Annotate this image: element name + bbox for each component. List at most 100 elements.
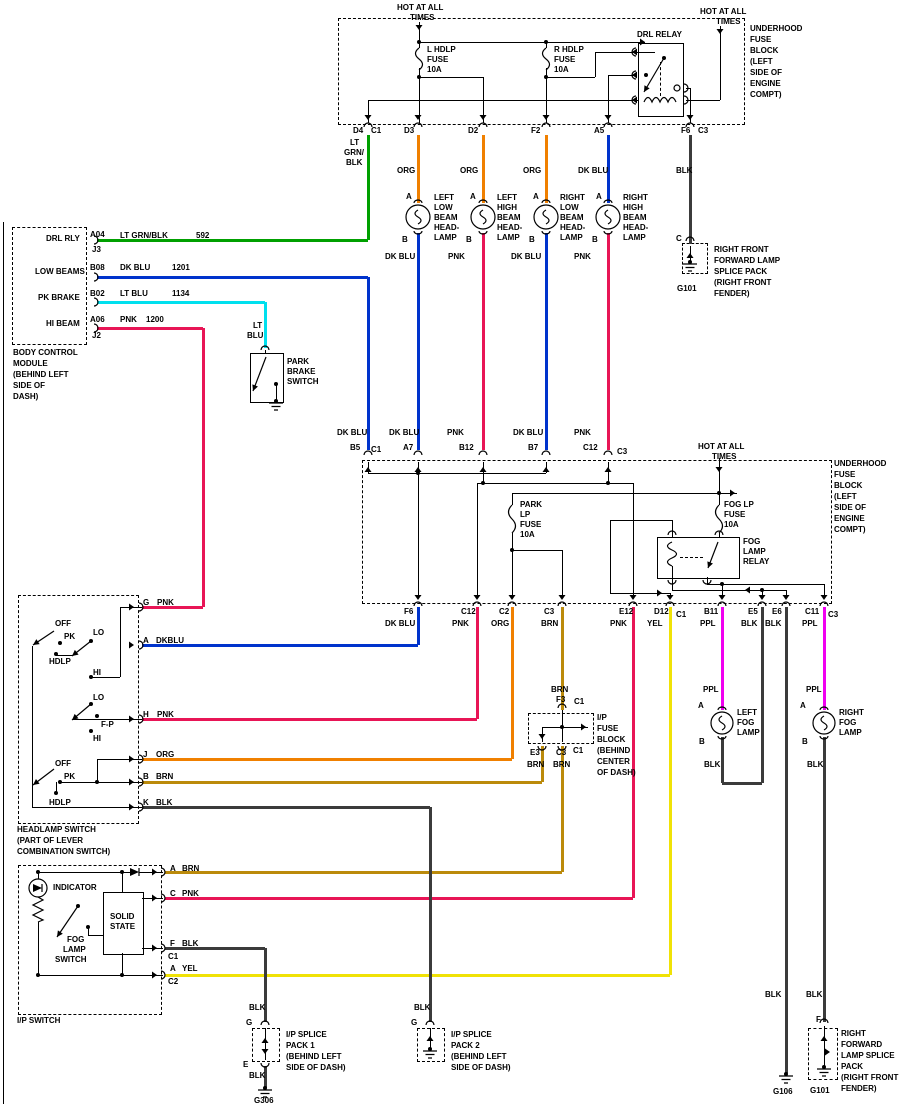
label: OFF bbox=[55, 759, 71, 768]
label: PNK bbox=[120, 315, 137, 324]
label: C11 bbox=[805, 607, 820, 616]
wire-org bbox=[511, 607, 514, 759]
label: (RIGHT FRONT bbox=[714, 278, 772, 287]
label: 10A bbox=[724, 520, 739, 529]
label: DK BLU bbox=[511, 252, 542, 261]
line bbox=[73, 719, 142, 720]
label: I/P SPLICE bbox=[286, 1030, 327, 1039]
wire-pnk bbox=[142, 718, 477, 721]
label: BLU bbox=[247, 331, 264, 340]
line bbox=[97, 759, 98, 782]
label: (LEFT bbox=[750, 57, 773, 66]
label: B11 bbox=[704, 607, 719, 616]
line bbox=[610, 520, 672, 521]
park-brake-switch bbox=[250, 353, 284, 403]
label: I/P bbox=[597, 713, 607, 722]
label: (BEHIND LEFT bbox=[286, 1052, 342, 1061]
line bbox=[276, 384, 277, 401]
wire-blk bbox=[264, 948, 267, 1022]
dashed-line bbox=[660, 62, 661, 96]
label: LO bbox=[93, 628, 105, 637]
label: I/P SWITCH bbox=[17, 1016, 61, 1025]
ip-splice-pack-2 bbox=[417, 1028, 445, 1062]
label: BLK bbox=[156, 798, 173, 807]
line bbox=[38, 872, 39, 879]
ip-fuse-block bbox=[528, 713, 594, 744]
label: 592 bbox=[196, 231, 210, 240]
connector-arc bbox=[603, 450, 613, 456]
label: TIMES bbox=[712, 452, 737, 461]
label: FORWARD bbox=[841, 1040, 883, 1049]
label: LOW BEAMS bbox=[35, 267, 85, 276]
underhood-fuse-block-2 bbox=[362, 460, 832, 604]
line bbox=[368, 100, 369, 123]
label: DK BLU bbox=[337, 428, 368, 437]
wire-brn bbox=[142, 781, 542, 784]
connector-arc bbox=[413, 450, 423, 456]
label: PK bbox=[64, 772, 76, 781]
label: LAMP bbox=[497, 233, 520, 242]
label: G bbox=[411, 1018, 418, 1027]
label: C1 bbox=[574, 697, 585, 706]
label: FUSE bbox=[597, 724, 619, 733]
label: C3 bbox=[828, 610, 839, 619]
label: C2 bbox=[499, 607, 510, 616]
label: C bbox=[676, 234, 682, 243]
label: BRN bbox=[541, 619, 559, 628]
label: UNDERHOOD bbox=[834, 459, 887, 468]
label: MODULE bbox=[13, 359, 48, 368]
line bbox=[672, 590, 786, 591]
line bbox=[120, 607, 121, 677]
wire-pnk bbox=[165, 897, 633, 900]
ip-splice-pack-1 bbox=[252, 1028, 280, 1062]
line bbox=[546, 68, 547, 123]
label: LAMP bbox=[743, 547, 766, 556]
label: FENDER) bbox=[841, 1084, 877, 1093]
line bbox=[419, 22, 420, 48]
label: F2 bbox=[531, 126, 541, 135]
label: OF DASH) bbox=[597, 768, 636, 777]
ground-icon bbox=[779, 1075, 793, 1084]
line bbox=[610, 593, 670, 594]
label: B12 bbox=[459, 443, 474, 452]
label: F-P bbox=[101, 720, 114, 729]
label: FUSE bbox=[554, 55, 576, 64]
line bbox=[265, 350, 266, 353]
label: COMPT) bbox=[834, 525, 866, 534]
label: BLK bbox=[249, 1071, 266, 1080]
label: BODY CONTROL bbox=[13, 348, 78, 357]
label: 10A bbox=[554, 65, 569, 74]
label: HEADLAMP SWITCH bbox=[17, 825, 96, 834]
label: FUSE bbox=[834, 470, 856, 479]
line bbox=[38, 975, 163, 976]
wire-org bbox=[545, 135, 548, 203]
line bbox=[142, 948, 163, 949]
label: HI bbox=[93, 668, 101, 677]
label: BRN bbox=[527, 760, 545, 769]
label: G101 bbox=[810, 1086, 830, 1095]
label: HI BEAM bbox=[46, 319, 80, 328]
label: B bbox=[143, 772, 149, 781]
line bbox=[419, 42, 645, 43]
wire-blk bbox=[785, 607, 788, 1073]
line bbox=[91, 677, 120, 678]
label: LAMP bbox=[623, 233, 646, 242]
line bbox=[38, 872, 130, 873]
line bbox=[762, 590, 763, 597]
wire-brn bbox=[561, 746, 564, 872]
wire-blk bbox=[761, 607, 764, 783]
label: ORG bbox=[397, 166, 416, 175]
label: PARK bbox=[287, 357, 310, 366]
label: YEL bbox=[182, 964, 198, 973]
label: ORG bbox=[156, 750, 175, 759]
label: BRN bbox=[182, 864, 200, 873]
label: A5 bbox=[594, 126, 605, 135]
label: HOT AT ALL bbox=[698, 442, 745, 451]
wire-pnk bbox=[632, 607, 635, 898]
label: ORG bbox=[491, 619, 510, 628]
line bbox=[60, 782, 142, 783]
label: TIMES bbox=[716, 17, 741, 26]
label: C3 bbox=[544, 607, 555, 616]
label: LOW bbox=[434, 203, 453, 212]
label: HI bbox=[93, 734, 101, 743]
